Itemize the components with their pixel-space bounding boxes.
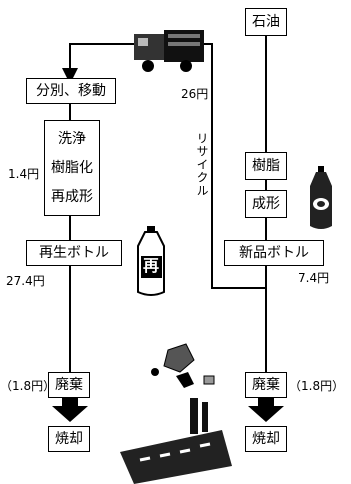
recycle-label: リサイクル xyxy=(195,132,209,197)
disposal-left-box: 廃棄 xyxy=(48,372,90,398)
garbage-truck-icon xyxy=(134,30,204,72)
processing-cost-label: 1.4円 xyxy=(8,167,40,181)
truck-to-sort-arrow xyxy=(62,43,134,84)
left-incinerate-arrow xyxy=(52,398,88,422)
new-bottle-cost-label: 7.4円 xyxy=(298,271,330,285)
molding-box: 成形 xyxy=(245,190,287,218)
right-incinerate-arrow xyxy=(248,398,284,422)
incinerate-right-box: 焼却 xyxy=(245,426,287,452)
recycled-mark-label: 再 xyxy=(143,256,160,275)
recycled-bottle-box: 再生ボトル xyxy=(26,240,122,266)
resin-box: 樹脂 xyxy=(245,152,287,180)
oil-box: 石油 xyxy=(245,8,287,36)
recycle-loop-line xyxy=(200,43,266,289)
recycled-bottle-cost-label: 27.4円 xyxy=(6,274,45,288)
disposal-right-cost-label: （1.8円） xyxy=(289,379,345,393)
disposal-left-cost-label: （1.8円） xyxy=(0,379,56,393)
recycled-bottle-icon xyxy=(137,226,165,296)
incinerator-icon xyxy=(120,398,232,484)
trash-icon xyxy=(151,343,215,388)
disposal-right-box: 廃棄 xyxy=(245,372,287,398)
sort-move-box: 分別、移動 xyxy=(26,78,116,104)
collection-cost-label: 26円 xyxy=(181,87,209,101)
new-bottle-box: 新品ボトル xyxy=(224,240,324,266)
incinerate-left-box: 焼却 xyxy=(48,426,90,452)
new-pet-bottle-icon xyxy=(310,166,332,229)
process-box: 洗浄 樹脂化 再成形 xyxy=(44,120,100,216)
